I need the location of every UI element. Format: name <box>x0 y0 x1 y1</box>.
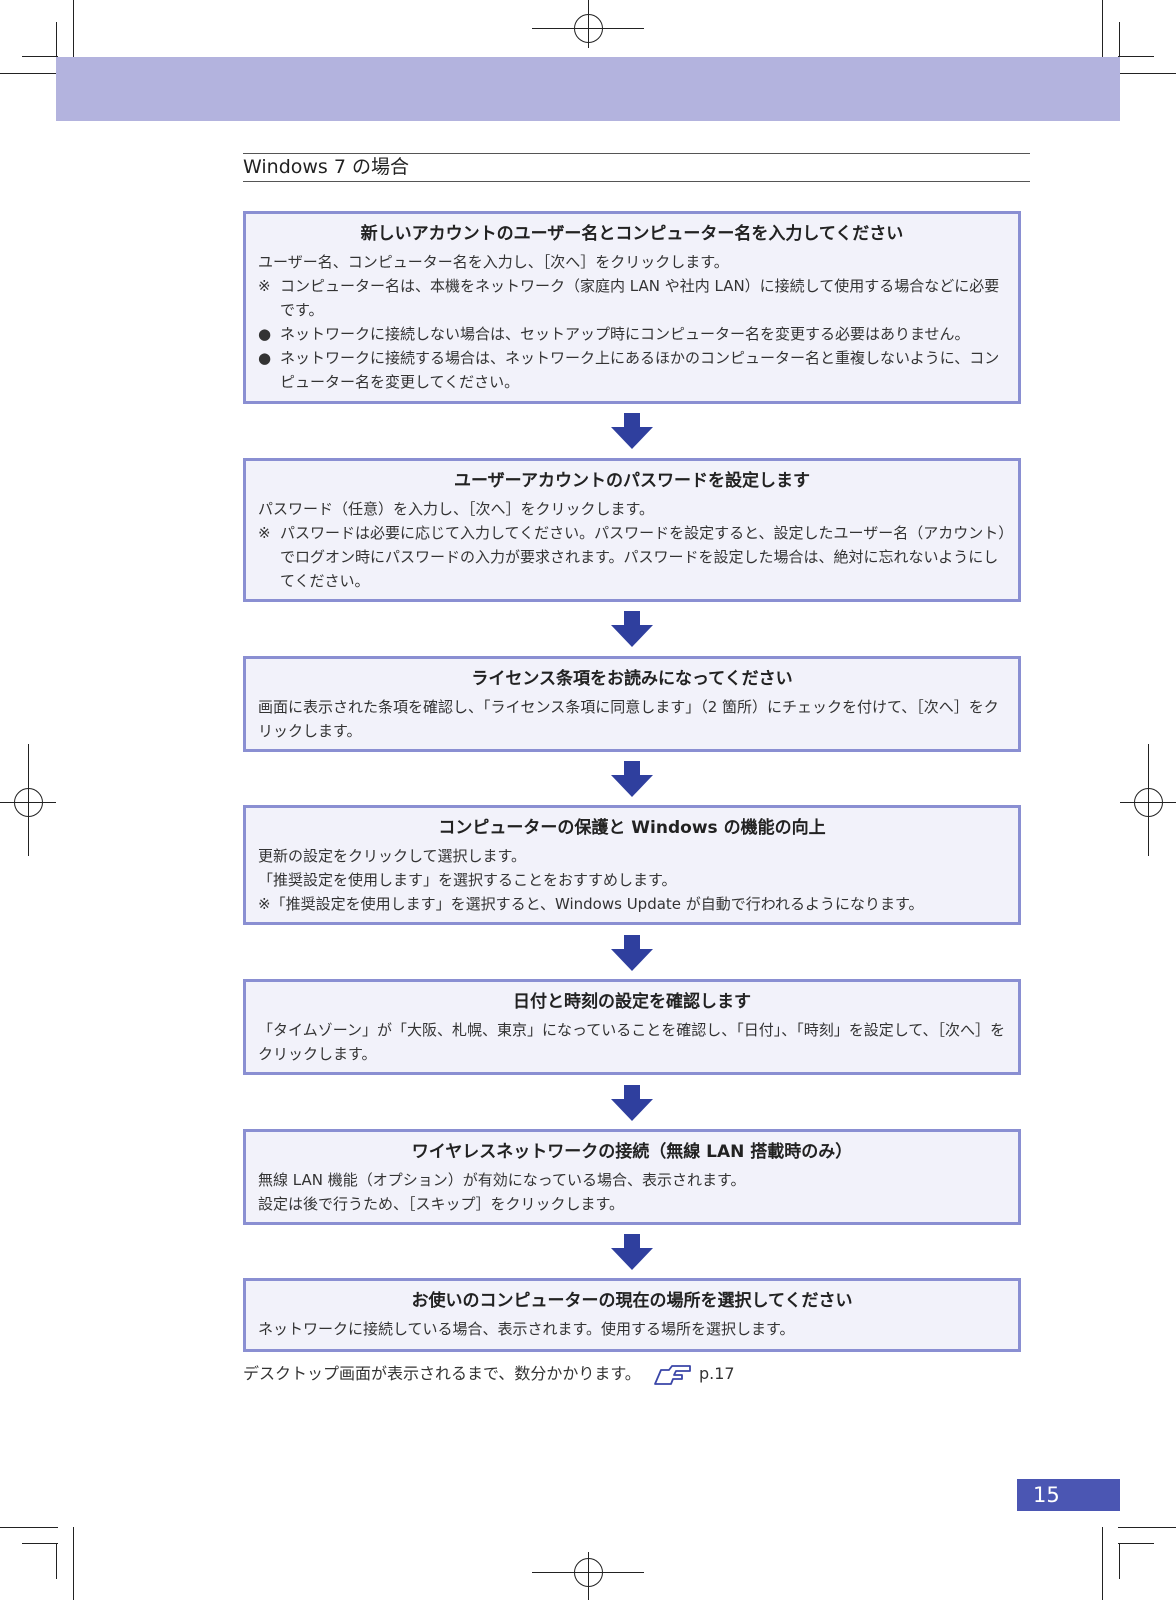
step-box: お使いのコンピューターの現在の場所を選択してください ネットワークに接続している… <box>243 1278 1021 1352</box>
footer-text: デスクトップ画面が表示されるまで、数分かかります。 <box>243 1364 641 1383</box>
note-text: ネットワークに接続する場合は、ネットワーク上にあるほかのコンピューター名と重複し… <box>280 349 1000 391</box>
step-note: ● ネットワークに接続しない場合は、セットアップ時にコンピューター名を変更する必… <box>258 322 1006 346</box>
step-box: ユーザーアカウントのパスワードを設定します パスワード（任意）を入力し、［次へ］… <box>243 458 1021 602</box>
step-text: 無線 LAN 機能（オプション）が有効になっている場合、表示されます。 <box>258 1171 746 1189</box>
page-reference-link[interactable]: p.17 <box>698 1364 735 1383</box>
step-title: ワイヤレスネットワークの接続（無線 LAN 搭載時のみ） <box>411 1142 853 1162</box>
step-title: お使いのコンピューターの現在の場所を選択してください <box>411 1291 853 1311</box>
arrow-down-icon <box>611 413 653 449</box>
step-box: コンピューターの保護と Windows の機能の向上 更新の設定をクリックして選… <box>243 805 1021 925</box>
arrow-down-icon <box>611 935 653 971</box>
step-box: 新しいアカウントのユーザー名とコンピューター名を入力してください ユーザー名、コ… <box>243 211 1021 404</box>
step-box: 日付と時刻の設定を確認します 「タイムゾーン」が「大阪、札幌、東京」になっている… <box>243 979 1021 1075</box>
arrow-down-icon <box>611 611 653 647</box>
step-text: 「推奨設定を使用します」を選択することをおすすめします。 <box>258 871 677 889</box>
note-text: ネットワークに接続しない場合は、セットアップ時にコンピューター名を変更する必要は… <box>280 325 970 343</box>
step-title: ユーザーアカウントのパスワードを設定します <box>454 471 810 491</box>
footer-note: デスクトップ画面が表示されるまで、数分かかります。 p.17 <box>243 1362 735 1386</box>
header-band <box>56 57 1120 121</box>
note-text: パスワードは必要に応じて入力してください。パスワードを設定すると、設定したユーザ… <box>280 524 1006 590</box>
bullet-icon: ● <box>258 349 272 367</box>
note-mark: ※ <box>258 277 271 295</box>
step-text: ネットワークに接続している場合、表示されます。使用する場所を選択します。 <box>258 1320 795 1338</box>
step-text: 更新の設定をクリックして選択します。 <box>258 847 527 865</box>
bullet-icon: ● <box>258 325 272 343</box>
step-title: 日付と時刻の設定を確認します <box>513 992 751 1012</box>
page-number: 15 <box>1017 1479 1120 1511</box>
step-note: ※ パスワードは必要に応じて入力してください。パスワードを設定すると、設定したユ… <box>258 521 1006 593</box>
step-title: 新しいアカウントのユーザー名とコンピューター名を入力してください <box>360 224 904 244</box>
section-title: Windows 7 の場合 <box>243 153 1030 182</box>
step-text: パスワード（任意）を入力し、［次へ］をクリックします。 <box>258 500 655 518</box>
step-text: 「タイムゾーン」が「大阪、札幌、東京」になっていることを確認し、「日付」、「時刻… <box>258 1021 1006 1063</box>
step-title: ライセンス条項をお読みになってください <box>471 669 793 689</box>
step-text: 設定は後で行うため、［スキップ］をクリックします。 <box>258 1195 625 1213</box>
pointing-hand-icon[interactable] <box>652 1364 692 1386</box>
note-mark: ※ <box>258 524 271 542</box>
step-text: ユーザー名、コンピューター名を入力し、［次へ］をクリックします。 <box>258 253 729 271</box>
step-text: ※「推奨設定を使用します」を選択すると、Windows Update が自動で行… <box>258 895 924 913</box>
step-box: ワイヤレスネットワークの接続（無線 LAN 搭載時のみ） 無線 LAN 機能（オ… <box>243 1129 1021 1225</box>
step-note: ※ コンピューター名は、本機をネットワーク（家庭内 LAN や社内 LAN）に接… <box>258 274 1006 322</box>
step-note: ● ネットワークに接続する場合は、ネットワーク上にあるほかのコンピューター名と重… <box>258 346 1006 394</box>
step-box: ライセンス条項をお読みになってください 画面に表示された条項を確認し、「ライセン… <box>243 656 1021 752</box>
arrow-down-icon <box>611 1234 653 1270</box>
step-text: 画面に表示された条項を確認し、「ライセンス条項に同意します」（2 箇所）にチェッ… <box>258 698 999 740</box>
arrow-down-icon <box>611 761 653 797</box>
arrow-down-icon <box>611 1085 653 1121</box>
step-title: コンピューターの保護と Windows の機能の向上 <box>438 818 826 838</box>
note-text: コンピューター名は、本機をネットワーク（家庭内 LAN や社内 LAN）に接続し… <box>280 277 1000 319</box>
